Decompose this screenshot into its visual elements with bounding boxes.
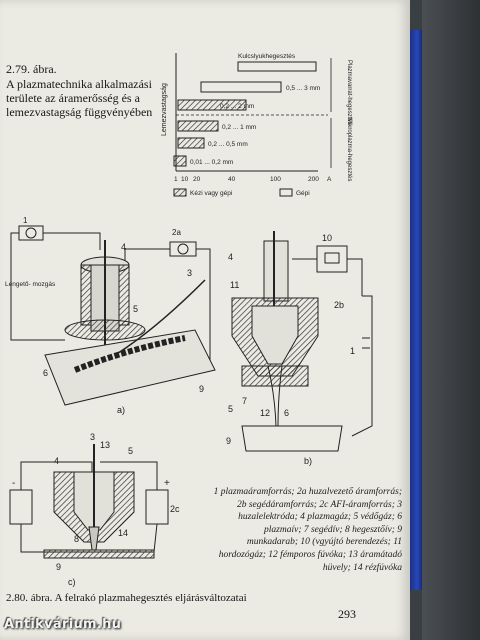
source-2a-number: 2a <box>172 228 181 237</box>
sub-label-b: b) <box>304 456 312 466</box>
bar-05-3mm-label: 0,5 ... 3 mm <box>286 85 320 92</box>
figure-279-number: 2.79. ábra. <box>6 62 57 76</box>
figure-279-caption: 2.79. ábra. A plazmatechnika alkalmazási… <box>6 62 171 119</box>
label-b-7: 7 <box>242 396 247 406</box>
x-tick-20: 20 <box>193 176 201 183</box>
x-tick-40: 40 <box>228 176 236 183</box>
rotated-axis-label: Lemezvastagság <box>161 83 168 136</box>
label-a-6: 6 <box>43 368 48 378</box>
legend-hatched-swatch <box>173 188 187 197</box>
source-1-number: 1 <box>23 216 28 225</box>
label-b-4: 4 <box>228 252 233 262</box>
bar-02-05mm <box>177 137 205 149</box>
book-spine <box>422 0 480 640</box>
label-c-14: 14 <box>118 528 128 538</box>
label-c-3: 3 <box>90 432 95 442</box>
x-tick-200: 200 <box>308 176 319 183</box>
plus-sign: + <box>164 478 170 489</box>
sub-label-a: a) <box>117 405 125 415</box>
bar-02-1mm <box>177 120 219 132</box>
bar-02-05mm-label: 0,2 ... 0,5 mm <box>208 141 248 148</box>
label-c-9: 9 <box>56 562 61 572</box>
label-b-2b: 2b <box>334 300 344 310</box>
x-tick-10: 10 <box>181 176 189 183</box>
x-unit: A <box>327 176 332 183</box>
bar-001-02mm <box>173 155 187 167</box>
label-a-9: 9 <box>199 384 204 394</box>
figure-a-diagram: 1 2a 3 4 5 6 9 Lengető- mozgás a) <box>5 216 216 415</box>
bar-05-3mm <box>200 81 282 93</box>
legend-hatched-label: Kézi vagy gépi <box>190 190 232 197</box>
figure-b-diagram: 4 11 10 2b 1 7 5 12 6 9 b) <box>226 231 373 466</box>
book-binding <box>410 30 422 590</box>
label-b-12: 12 <box>260 408 270 418</box>
bar-keyhole-label: Kulcslyukhegesztés <box>238 53 296 60</box>
label-c-5: 5 <box>128 446 133 456</box>
label-c-2c: 2c <box>170 504 180 514</box>
label-b-1: 1 <box>350 346 355 356</box>
bar-keyhole <box>237 61 317 72</box>
label-b-9: 9 <box>226 436 231 446</box>
bar-02-1mm-label: 0,2 ... 1 mm <box>222 124 256 131</box>
x-tick-1: 1 <box>174 176 178 183</box>
label-b-11: 11 <box>230 280 239 290</box>
label-b-6: 6 <box>284 408 289 418</box>
page-number: 293 <box>338 607 356 621</box>
figure-279-chart: Lemezvastagság Kulcslyukhegesztés 0,5 ..… <box>161 53 352 197</box>
label-b-5: 5 <box>228 404 233 414</box>
figure-c-diagram: - + 3 13 4 5 8 14 2c 9 c) <box>9 432 180 587</box>
x-tick-100: 100 <box>270 176 281 183</box>
sub-label-c: c) <box>68 577 76 587</box>
figure-279-text: A plazmatechnika alkalmazási területe az… <box>6 77 153 119</box>
label-b-10: 10 <box>322 233 332 243</box>
label-c-8: 8 <box>74 534 79 544</box>
group-top-label: Plazmavarrat-hegesztés <box>346 60 352 125</box>
minus-sign: - <box>12 478 15 489</box>
book-page: 2.79. ábra. A plazmatechnika alkalmazási… <box>0 0 410 640</box>
figure-280-legend: 1 plazmaáramforrás; 2a huzalvezető áramf… <box>213 487 402 573</box>
label-c-4: 4 <box>54 456 59 466</box>
legend-empty-label: Gépi <box>296 190 310 197</box>
bar-02-2mm <box>177 99 247 111</box>
group-bottom-label: Mikroplazma-hegesztés <box>346 118 352 181</box>
label-a-5: 5 <box>133 304 138 314</box>
label-a-3: 3 <box>187 268 192 278</box>
side-label-lengeto: Lengető- mozgás <box>5 281 56 288</box>
watermark-logo: Antikvárium.hu <box>4 617 122 632</box>
label-a-4: 4 <box>121 242 126 252</box>
figure-280-caption: 2.80. ábra. A felrakó plazmahegesztés el… <box>6 592 247 604</box>
label-c-13: 13 <box>100 440 110 450</box>
bar-02-2mm-label: 0,2 ... 2 mm <box>220 103 254 110</box>
legend-empty-swatch <box>279 188 293 197</box>
bar-001-02mm-label: 0,01 ... 0,2 mm <box>190 159 233 166</box>
